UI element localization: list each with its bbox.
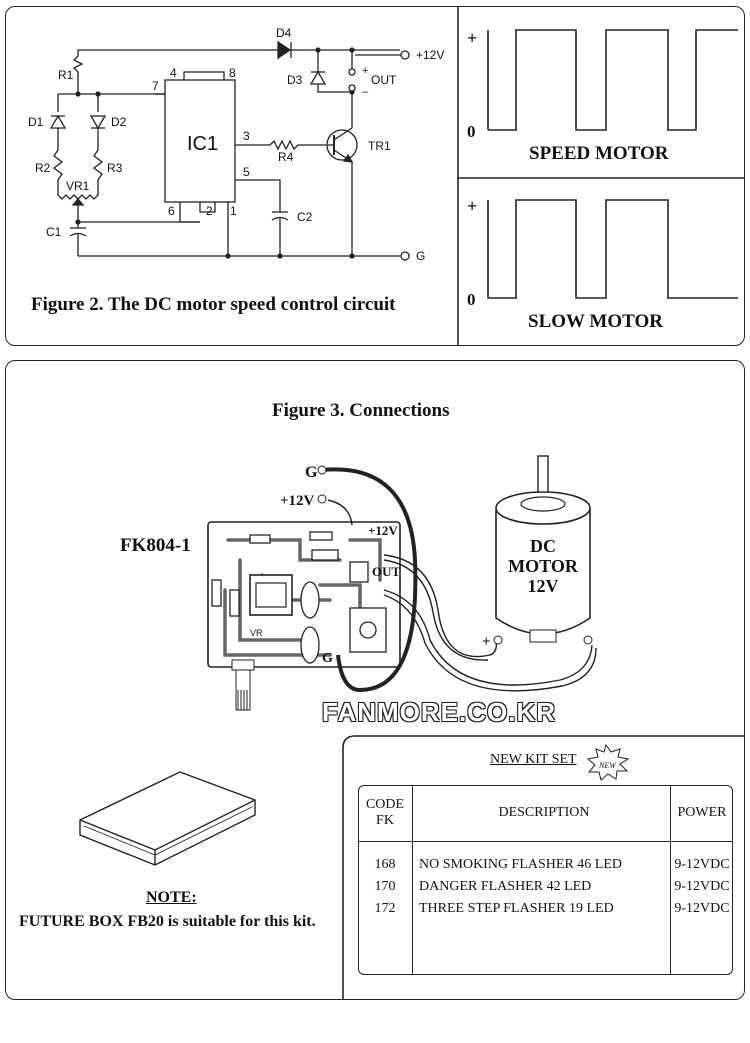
label-g-top: G (305, 464, 318, 481)
speed-plus-label: + (467, 28, 477, 48)
label-ic1: IC1 (187, 133, 218, 155)
label-pin8: 8 (229, 66, 236, 80)
label-g: G (416, 249, 425, 263)
label-pin3: 3 (243, 129, 250, 143)
header-description: DESCRIPTION (412, 785, 671, 842)
kit-codes: 168 170 172 (358, 841, 413, 975)
table-row: 168 170 172 NO SMOKING FLASHER 46 LED DA… (358, 841, 734, 976)
motor-label-line2: MOTOR (508, 556, 579, 576)
label-r1: R1 (58, 68, 74, 82)
figure2-panel (5, 6, 745, 346)
slow-plus-label: + (467, 196, 477, 216)
row-code: 172 (374, 901, 396, 916)
speed-zero-label: 0 (467, 122, 476, 141)
row-power: 9-12VDC (674, 879, 730, 894)
kit-descriptions: NO SMOKING FLASHER 46 LED DANGER FLASHER… (412, 841, 671, 975)
header-code-line1: CODE (365, 797, 405, 812)
label-motor-plus: + (482, 634, 491, 650)
label-plus12v-fig3: +12V (280, 493, 315, 509)
new-badge-text: NEW (598, 761, 617, 770)
row-code: 168 (374, 857, 396, 872)
label-pin5: 5 (243, 165, 250, 179)
row-power: 9-12VDC (674, 857, 730, 872)
label-board-12v: +12V (368, 523, 398, 538)
row-code: 170 (374, 879, 396, 894)
row-description: NO SMOKING FLASHER 46 LED (419, 857, 623, 872)
label-r2: R2 (35, 161, 51, 175)
new-badge-star (586, 743, 630, 781)
label-plus12v: +12V (416, 48, 444, 62)
slow-zero-label: 0 (467, 290, 476, 309)
figure3-caption: Figure 3. Connections (272, 400, 450, 421)
future-box-illustration (79, 771, 256, 866)
label-pin2: 2 (206, 204, 213, 218)
kit-table: CODE FK DESCRIPTION POWER 168 170 172 NO… (358, 785, 733, 975)
label-d2: D2 (111, 115, 127, 129)
label-pin6: 6 (168, 204, 175, 218)
slow-motor-waveform (487, 199, 738, 299)
label-vr1: VR1 (66, 179, 90, 193)
label-vr: VR (250, 628, 263, 638)
label-pin4: 4 (170, 66, 177, 80)
label-pin1: 1 (230, 204, 237, 218)
header-power: POWER (670, 785, 733, 842)
kit-set-title: NEW KIT SET (490, 752, 577, 767)
label-tr1: TR1 (368, 139, 391, 153)
note-heading: NOTE: (146, 889, 197, 906)
label-out: OUT (371, 73, 397, 87)
speed-motor-waveform (487, 29, 738, 131)
kit-table-header: CODE FK DESCRIPTION POWER (358, 785, 733, 842)
label-c1: C1 (46, 225, 62, 239)
label-c2: C2 (297, 210, 313, 224)
label-d1: D1 (28, 115, 44, 129)
row-power: 9-12VDC (674, 901, 730, 916)
row-description: DANGER FLASHER 42 LED (419, 879, 592, 894)
label-board-g: G (322, 651, 333, 666)
label-d3: D3 (287, 73, 303, 87)
watermark: FANMORE.CO.KR (322, 697, 556, 727)
label-out-minus: – (362, 86, 369, 98)
row-description: THREE STEP FLASHER 19 LED (419, 901, 614, 916)
header-code-line2: FK (376, 813, 394, 828)
figure2-caption: Figure 2. The DC motor speed control cir… (31, 294, 396, 315)
note-text: FUTURE BOX FB20 is suitable for this kit… (19, 913, 316, 930)
figure2-schematic: D4 D3 +12V + OUT – R1 D1 D2 R2 R3 VR1 C1… (28, 6, 745, 346)
motor-label-line3: 12V (528, 576, 559, 596)
header-code: CODE FK (358, 785, 413, 842)
label-r3: R3 (107, 161, 123, 175)
label-r4: R4 (278, 150, 294, 164)
kit-powers: 9-12VDC 9-12VDC 9-12VDC (671, 842, 734, 976)
label-d4: D4 (276, 26, 292, 40)
motor-label-line1: DC (530, 536, 556, 556)
board-name-label: FK804-1 (120, 535, 191, 556)
slow-motor-title: SLOW MOTOR (528, 311, 663, 332)
label-board-out: OUT (372, 564, 401, 579)
speed-motor-title: SPEED MOTOR (529, 143, 669, 164)
label-pin7: 7 (152, 79, 159, 93)
label-out-plus: + (362, 65, 368, 77)
